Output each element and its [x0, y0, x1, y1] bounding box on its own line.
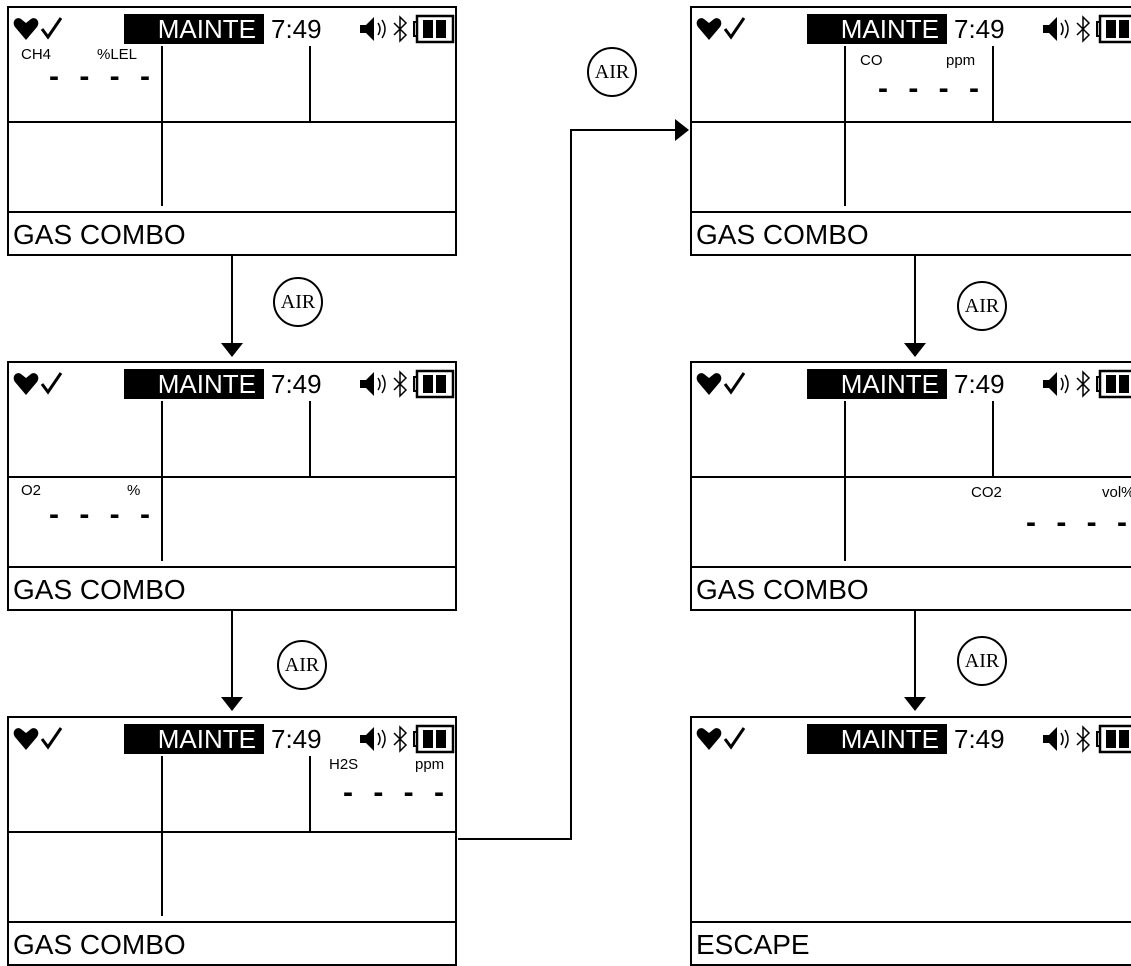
speaker-icon — [360, 727, 386, 751]
clock: 7:49 — [954, 724, 1005, 754]
bluetooth-icon — [393, 15, 408, 43]
gas-reading: - - - - — [343, 776, 450, 809]
arrow-h2s-to-co — [458, 119, 689, 840]
gas-cell-o2: O2 % - - - - — [9, 478, 161, 566]
check-icon — [40, 372, 63, 395]
battery-icon — [413, 369, 455, 399]
check-icon — [723, 727, 746, 750]
status-icons-right — [1040, 14, 1131, 44]
gas-cell-ch4: CH4 %LEL - - - - — [9, 46, 161, 121]
air-button-badge: AIR — [587, 47, 637, 97]
battery-icon — [1096, 14, 1131, 44]
gas-unit: %LEL — [97, 46, 138, 63]
speaker-icon — [360, 17, 386, 41]
bluetooth-icon — [393, 725, 408, 753]
mode-badge: MAINTE — [124, 14, 264, 44]
footer-label: GAS COMBO — [13, 929, 186, 960]
bluetooth-icon — [393, 370, 408, 398]
screen-footer: GAS COMBO — [9, 566, 455, 609]
screen-footer: GAS COMBO — [9, 211, 455, 254]
footer-label: GAS COMBO — [696, 219, 869, 250]
device-screen-co: MAINTE 7:49 CO ppm - - - - GAS COMBO — [690, 6, 1131, 256]
gas-cell-co2: CO2 vol% - - - - — [846, 478, 1131, 566]
screen-footer: ESCAPE — [692, 921, 1131, 964]
gas-unit: vol% — [1102, 484, 1131, 501]
clock: 7:49 — [954, 369, 1005, 399]
gas-reading: - - - - — [49, 498, 156, 531]
gas-reading: - - - - — [49, 60, 156, 93]
heart-icon — [696, 373, 722, 395]
footer-label: GAS COMBO — [696, 574, 869, 605]
clock: 7:49 — [271, 14, 322, 44]
air-button-badge: AIR — [957, 636, 1007, 686]
gas-unit: ppm — [415, 756, 445, 773]
speaker-icon — [1043, 372, 1069, 396]
clock: 7:49 — [271, 369, 322, 399]
mode-badge: MAINTE — [124, 724, 264, 754]
heart-icon — [13, 373, 39, 395]
gas-unit: % — [127, 482, 141, 499]
check-icon — [40, 727, 63, 750]
status-icons-right — [357, 369, 455, 399]
battery-icon — [1096, 724, 1131, 754]
mode-badge: MAINTE — [807, 724, 947, 754]
battery-icon — [413, 724, 455, 754]
status-icons-left — [13, 369, 83, 399]
gas-cell-h2s: H2S ppm - - - - — [311, 756, 455, 831]
check-icon — [723, 17, 746, 40]
gas-name: H2S — [329, 756, 359, 773]
gas-reading: - - - - — [878, 72, 985, 105]
mode-badge: MAINTE — [807, 369, 947, 399]
gas-name: CO2 — [971, 484, 1002, 501]
bluetooth-icon — [1076, 370, 1091, 398]
gas-reading: - - - - — [1026, 506, 1131, 539]
status-icons-right — [357, 724, 455, 754]
status-icons-right — [1040, 369, 1131, 399]
gas-unit: ppm — [946, 52, 976, 69]
device-screen-co2: MAINTE 7:49 CO2 vol% - - - - GAS COMBO — [690, 361, 1131, 611]
battery-icon — [413, 14, 455, 44]
air-button-badge: AIR — [957, 281, 1007, 331]
heart-icon — [13, 18, 39, 40]
device-screen-h2s: MAINTE 7:49 H2S ppm - - - - GAS COMBO — [7, 716, 457, 966]
screen-footer: GAS COMBO — [692, 566, 1131, 609]
device-screen-ch4: MAINTE 7:49 CH4 %LEL - - - - GAS COMBO — [7, 6, 457, 256]
clock: 7:49 — [954, 14, 1005, 44]
status-icons-left — [696, 14, 766, 44]
status-icons-right — [357, 14, 455, 44]
screen-footer: GAS COMBO — [692, 211, 1131, 254]
device-screen-escape: MAINTE 7:49 ESCAPE — [690, 716, 1131, 966]
status-icons-left — [696, 724, 766, 754]
status-icons-right — [1040, 724, 1131, 754]
speaker-icon — [360, 372, 386, 396]
screen-footer: GAS COMBO — [9, 921, 455, 964]
gas-cell-co: CO ppm - - - - — [846, 46, 992, 121]
air-button-badge: AIR — [277, 640, 327, 690]
status-icons-left — [13, 724, 83, 754]
heart-icon — [696, 728, 722, 750]
footer-label: ESCAPE — [696, 929, 810, 960]
heart-icon — [13, 728, 39, 750]
bluetooth-icon — [1076, 725, 1091, 753]
bluetooth-icon — [1076, 15, 1091, 43]
speaker-icon — [1043, 17, 1069, 41]
check-icon — [40, 17, 63, 40]
mode-badge: MAINTE — [807, 14, 947, 44]
status-icons-left — [696, 369, 766, 399]
battery-icon — [1096, 369, 1131, 399]
status-icons-left — [13, 14, 83, 44]
gas-name: CO — [860, 52, 883, 69]
footer-label: GAS COMBO — [13, 219, 186, 250]
device-screen-o2: MAINTE 7:49 O2 % - - - - GAS COMBO — [7, 361, 457, 611]
speaker-icon — [1043, 727, 1069, 751]
clock: 7:49 — [271, 724, 322, 754]
mode-badge: MAINTE — [124, 369, 264, 399]
footer-label: GAS COMBO — [13, 574, 186, 605]
air-button-badge: AIR — [273, 277, 323, 327]
gas-name: O2 — [21, 482, 42, 499]
check-icon — [723, 372, 746, 395]
heart-icon — [696, 18, 722, 40]
gas-name: CH4 — [21, 46, 52, 63]
